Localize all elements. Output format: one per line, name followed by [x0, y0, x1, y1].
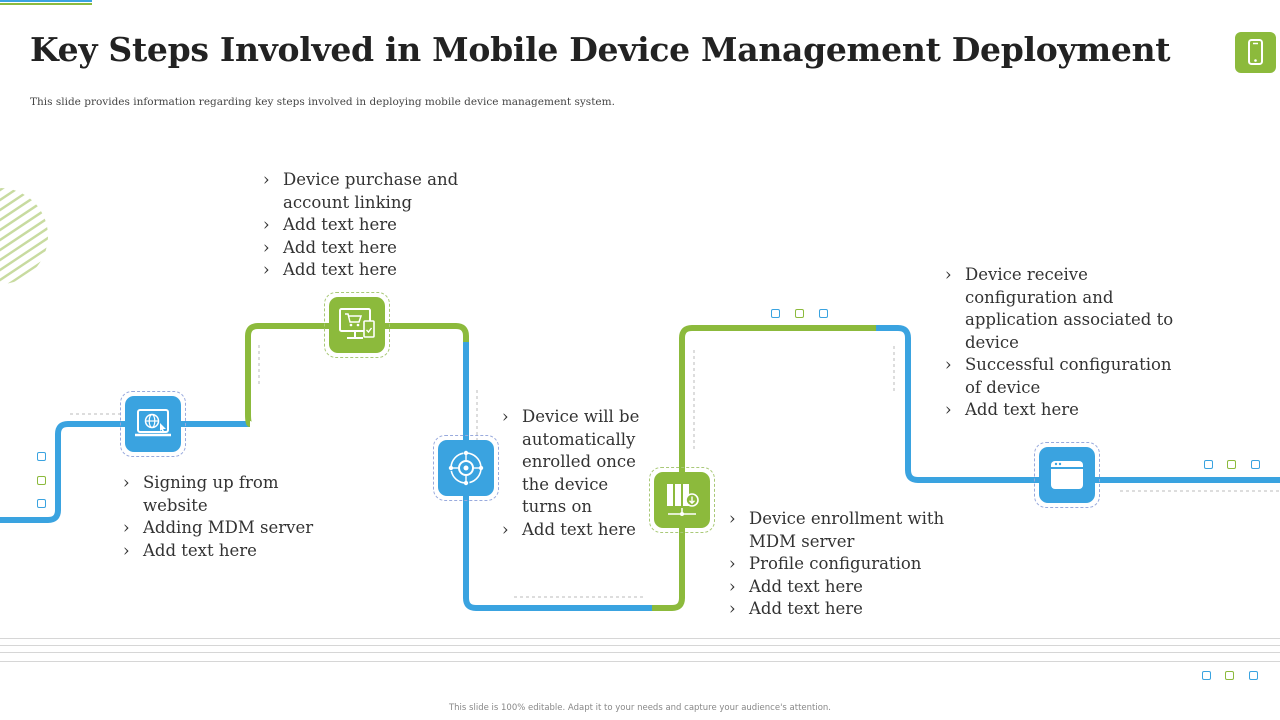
step-5-point: Add text here: [945, 399, 1190, 422]
step-4-point: Add text here: [729, 576, 969, 599]
step-5-point: Successful configuration of device: [945, 354, 1190, 399]
decorative-square: [1202, 671, 1211, 680]
step-4-point: Device enrollment with MDM server: [729, 508, 969, 553]
decorative-square: [771, 309, 780, 318]
mobile-phone-icon: [1235, 32, 1276, 73]
step-1-point: Add text here: [123, 540, 333, 563]
step-3-point: Device will be automatically enrolled on…: [502, 406, 652, 519]
bottom-divider: [0, 661, 1280, 662]
decorative-square: [1227, 460, 1236, 469]
decorative-stripes: [0, 188, 48, 284]
step-4-point: Profile configuration: [729, 553, 969, 576]
step-2-point: Add text here: [263, 237, 478, 260]
gear-network-icon: [448, 450, 484, 486]
step-1-text: Signing up from website Adding MDM serve…: [123, 472, 333, 562]
step-1-point: Signing up from website: [123, 472, 333, 517]
decorative-square: [37, 476, 46, 485]
step-4-point: Add text here: [729, 598, 969, 621]
decorative-square: [1251, 460, 1260, 469]
decorative-square: [37, 499, 46, 508]
step-2-text: Device purchase and account linking Add …: [263, 169, 478, 282]
step-1-point: Adding MDM server: [123, 517, 333, 540]
step-1-node: [125, 396, 181, 452]
shopping-computer-icon: [339, 308, 375, 339]
server-download-icon: [667, 484, 699, 516]
step-4-node: [654, 472, 710, 528]
step-3-node: [438, 440, 494, 496]
step-5-point: Device receive configuration and applica…: [945, 264, 1190, 354]
step-4-text: Device enrollment with MDM server Profil…: [729, 508, 969, 621]
decorative-square: [1204, 460, 1213, 469]
step-5-node: [1039, 447, 1095, 503]
step-2-point: Add text here: [263, 214, 478, 237]
bottom-divider: [0, 645, 1280, 646]
top-accent-green: [0, 3, 92, 5]
decorative-square: [795, 309, 804, 318]
step-2-point: Device purchase and account linking: [263, 169, 478, 214]
step-3-text: Device will be automatically enrolled on…: [502, 406, 652, 541]
step-1-node-outline: [120, 391, 186, 457]
step-3-point: Add text here: [502, 519, 652, 542]
decorative-square: [1249, 671, 1258, 680]
decorative-square: [1225, 671, 1234, 680]
decorative-square: [37, 452, 46, 461]
step-5-node-outline: [1034, 442, 1100, 508]
step-2-node: [329, 297, 385, 353]
bottom-divider: [0, 652, 1280, 653]
bottom-divider: [0, 638, 1280, 639]
decorative-square: [819, 309, 828, 318]
browser-window-icon: [1051, 461, 1083, 489]
step-2-node-outline: [324, 292, 390, 358]
step-3-node-outline: [433, 435, 499, 501]
slide-title: Key Steps Involved in Mobile Device Mana…: [30, 30, 1171, 69]
slide-footer: This slide is 100% editable. Adapt it to…: [448, 703, 832, 713]
slide-subtitle: This slide provides information regardin…: [30, 96, 615, 108]
top-accent-blue: [0, 0, 92, 2]
step-5-text: Device receive configuration and applica…: [945, 264, 1190, 422]
laptop-globe-icon: [135, 409, 171, 437]
step-2-point: Add text here: [263, 259, 478, 282]
